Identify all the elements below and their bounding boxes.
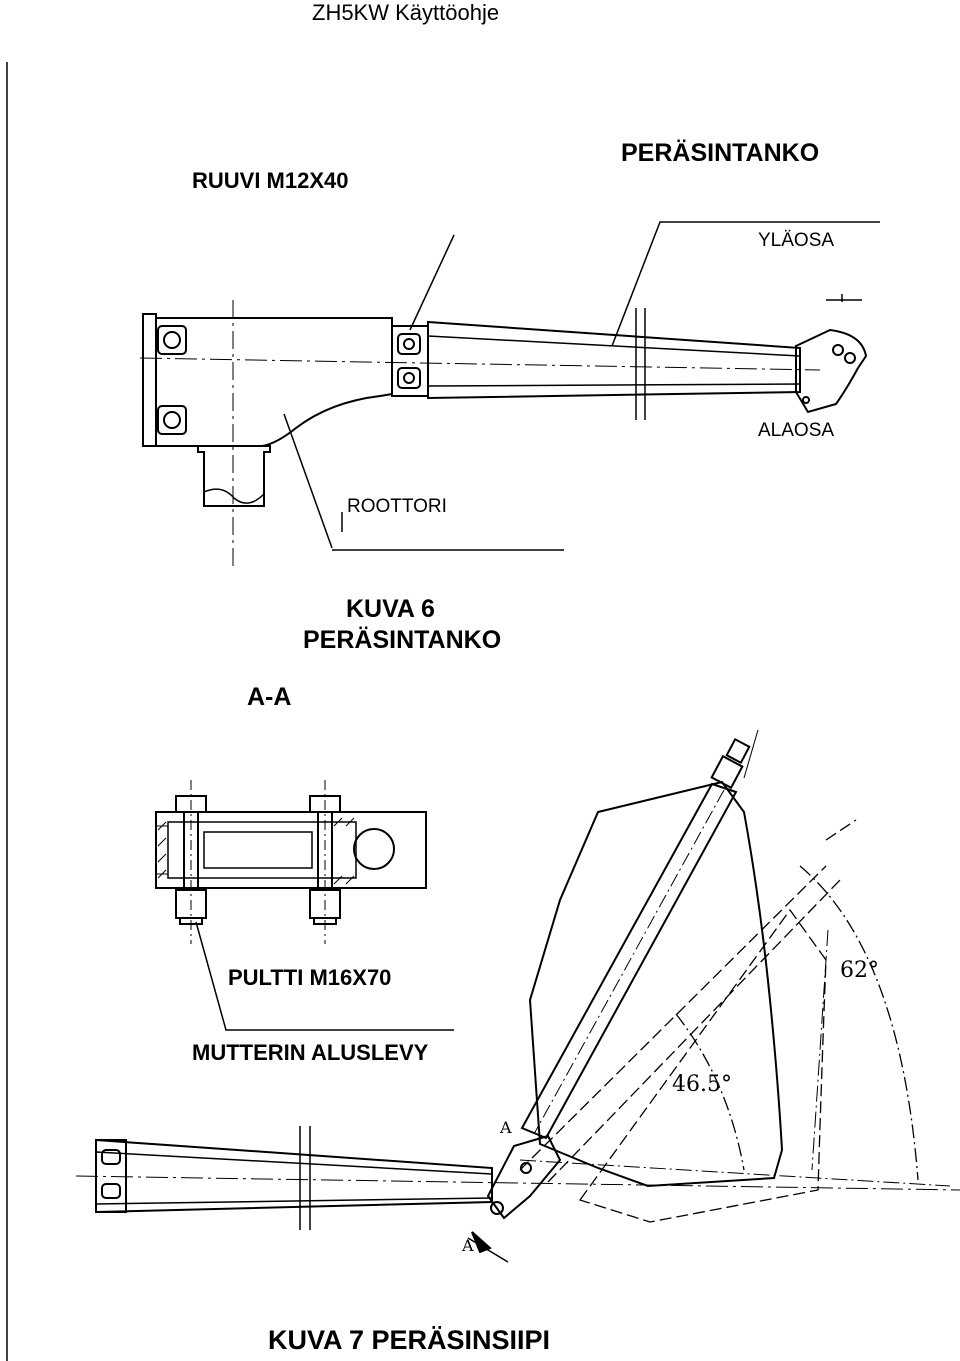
label-bolt-m16: PULTTI M16X70	[228, 965, 392, 990]
label-rotor: ROOTTORI	[347, 496, 447, 517]
blade-stock	[520, 782, 738, 1140]
rotor-shaft	[197, 445, 271, 507]
figure6-caption-title: PERÄSINTANKO	[303, 626, 502, 654]
section-mark-top: A	[500, 1118, 512, 1137]
housing-slot	[157, 325, 187, 435]
section-body	[155, 811, 427, 889]
stock-housing	[155, 317, 393, 447]
label-nut-washer: MUTTERIN ALUSLEVY	[192, 1040, 429, 1065]
section-hole	[353, 828, 395, 870]
tapered-tube	[427, 320, 801, 400]
bolt-head-upper	[397, 333, 421, 355]
figure6-caption-number: KUVA 6	[346, 595, 435, 623]
rudder-blade-drawing	[75, 729, 960, 1263]
leader-stock	[611, 221, 880, 347]
section-label: A-A	[247, 683, 292, 711]
tiller-end	[795, 328, 868, 414]
label-rudder-stock: PERÄSINTANKO	[621, 139, 820, 167]
lower-stock-flange	[95, 1139, 127, 1213]
figure6-drawing	[139, 221, 880, 570]
angle-arc-outer	[799, 865, 919, 1181]
blade-joint	[486, 1134, 562, 1220]
section-arrow	[467, 1237, 509, 1263]
angle-label-inner: 46.5°	[672, 1072, 732, 1097]
blade-outline	[528, 780, 784, 1188]
section-aa-drawing	[155, 780, 454, 1031]
angle-label-outer: 62°	[840, 958, 879, 983]
bolt-head-lower	[397, 367, 421, 389]
mount-flange	[142, 313, 157, 447]
leader-rotor-v	[283, 413, 333, 549]
label-upper-part: YLÄOSA	[758, 230, 835, 251]
section-mark-bottom: A	[462, 1236, 474, 1255]
angle-arc-inner	[675, 1013, 745, 1171]
page-header-title: ZH5KW Käyttöohje	[312, 0, 500, 25]
figure7-caption: KUVA 7 PERÄSINSIIPI	[268, 1325, 551, 1355]
label-lower-part: ALAOSA	[758, 420, 835, 441]
leader-pultti	[195, 921, 454, 1031]
label-bolt-m12: RUUVI M12X40	[192, 168, 349, 193]
leader-bolt	[409, 234, 455, 331]
